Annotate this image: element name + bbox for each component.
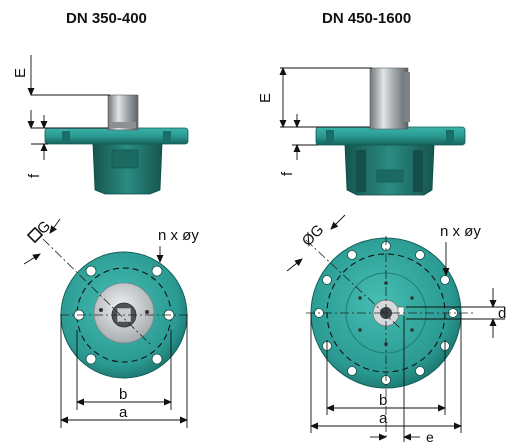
left-stem-collar — [110, 122, 136, 128]
title-dn-350-400: DN 350-400 — [66, 10, 147, 27]
left-side-view — [44, 94, 189, 195]
left-top-dimensions: a b G n x øy — [23, 218, 199, 428]
right-keyway — [397, 306, 405, 316]
right-flange-bolt-recess — [446, 130, 454, 142]
right-dim-d-label: d — [498, 305, 506, 322]
right-dim-f-label: f — [279, 171, 296, 176]
right-dim-b-label: b — [379, 392, 387, 409]
right-body-rib — [413, 150, 423, 192]
left-dim-f-label: f — [26, 173, 43, 178]
right-dim-e-label: E — [257, 93, 274, 103]
left-dim-b-label: b — [119, 386, 127, 403]
left-dim-g-label: G — [34, 218, 54, 238]
right-dim-a-label: a — [379, 410, 388, 427]
right-dim-phig-label: ØG — [299, 221, 328, 250]
right-body-label-plate — [376, 169, 404, 183]
left-e-f-dimensions: E f — [12, 55, 110, 178]
left-holes-label: n x øy — [158, 227, 199, 244]
square-outline-icon — [26, 226, 44, 244]
left-flange-bolt-recess — [163, 131, 171, 141]
right-top-dimensions: a b e d ØG n x øy — [286, 214, 506, 445]
left-body-label-plate — [111, 149, 139, 169]
right-round-stem — [369, 67, 409, 130]
title-dn-450-1600: DN 450-1600 — [322, 10, 411, 27]
right-flange — [315, 126, 466, 146]
left-dim-e-label: E — [12, 68, 29, 78]
right-e-f-dimensions: E f — [257, 67, 372, 176]
right-holes-label: n x øy — [440, 223, 481, 240]
right-side-view — [315, 67, 466, 196]
right-dim-e-label: e — [426, 429, 434, 445]
right-body-rib — [356, 150, 366, 192]
left-flange-bolt-recess — [62, 131, 70, 141]
right-stem-key — [404, 72, 410, 122]
left-dim-a-label: a — [119, 404, 128, 421]
right-flange-bolt-recess — [326, 130, 334, 142]
